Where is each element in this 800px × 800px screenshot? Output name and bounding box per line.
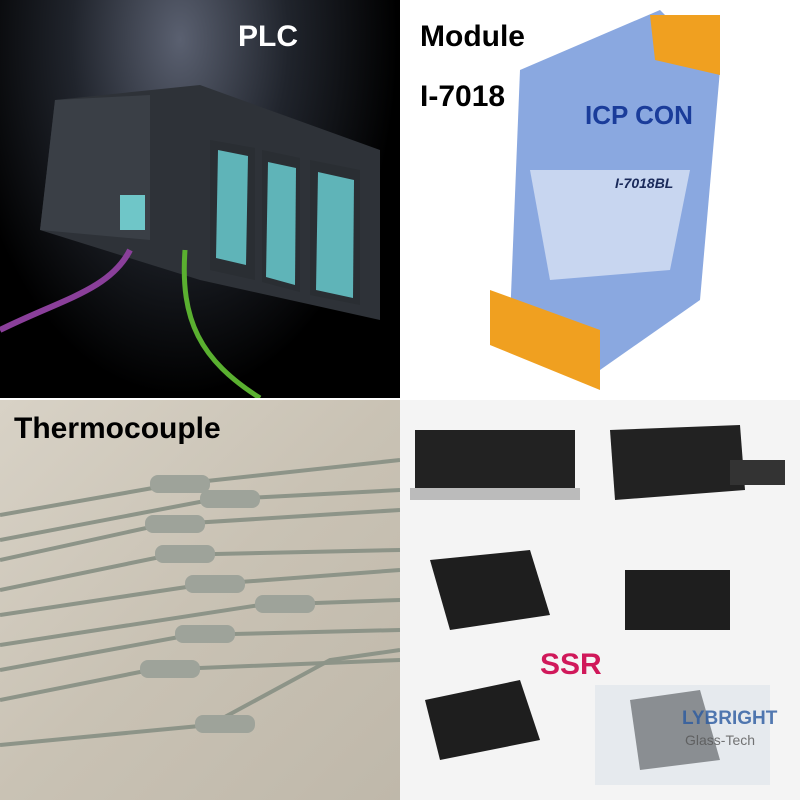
plc-photo: PLC xyxy=(0,0,400,398)
watermark-line1: LYBRIGHT xyxy=(682,708,778,729)
module-brand: ICP CON xyxy=(585,100,693,130)
watermark-line2: Glass-Tech xyxy=(685,732,756,748)
module-label: Module xyxy=(420,20,525,53)
ssr-illustration xyxy=(410,425,785,785)
thermocouple-label: Thermocouple xyxy=(14,412,221,445)
thermocouple-illustration xyxy=(0,458,400,747)
module-illustration xyxy=(490,10,720,390)
ssr-label: SSR xyxy=(540,648,602,681)
ssr-photo: LYBRIGHT Glass-Tech SSR xyxy=(400,400,800,800)
plc-label: PLC xyxy=(238,20,298,53)
plc-illustration xyxy=(0,85,380,398)
module-model: I-7018BL xyxy=(615,175,674,191)
thermocouple-photo: Thermocouple xyxy=(0,400,400,800)
module-photo: ICP CON I-7018BL Module I-7018 xyxy=(400,0,800,398)
module-model-label: I-7018 xyxy=(420,80,506,113)
